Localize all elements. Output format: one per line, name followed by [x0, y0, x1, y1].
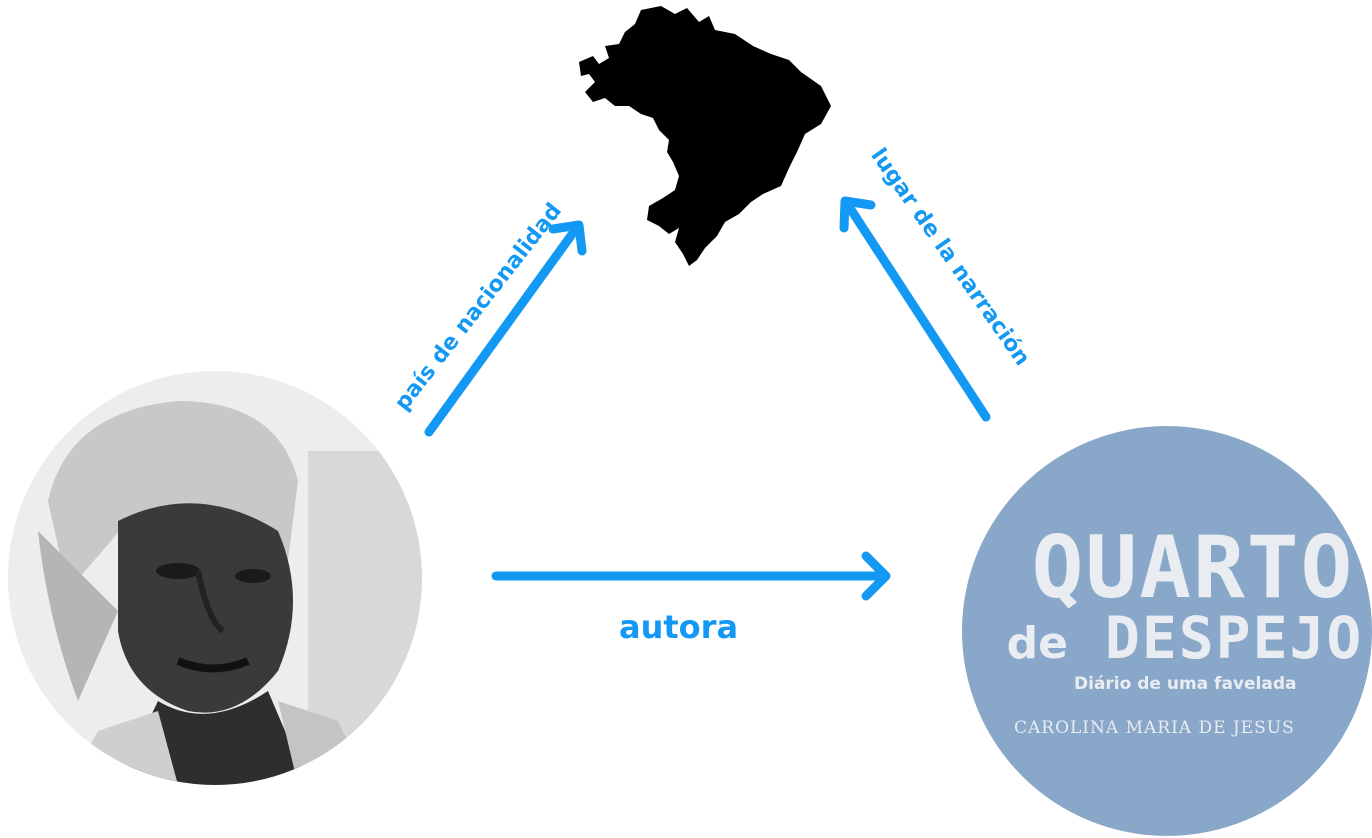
- book-title-line1: QUARTO: [1031, 518, 1355, 618]
- book-title-prefix: de: [1006, 618, 1068, 669]
- arrow-pais-head: [548, 220, 587, 256]
- book-author: CAROLINA MARIA DE JESUS: [1014, 718, 1295, 738]
- book-subtitle: Diário de uma favelada: [1074, 674, 1297, 694]
- arrow-pais: [424, 221, 583, 437]
- book-title-main: DESPEJO: [1104, 604, 1364, 672]
- woman-portrait-icon: [8, 371, 422, 785]
- label-autora: autora: [619, 608, 739, 646]
- author-portrait: [8, 371, 422, 785]
- arrow-lugar-head: [839, 196, 876, 233]
- book-cover: QUARTO de DESPEJO Diário de uma favelada…: [962, 426, 1372, 836]
- brazil-map-icon: [579, 6, 831, 266]
- arrow-autora-head: [861, 551, 891, 601]
- book-title-line2: de DESPEJO: [980, 604, 1372, 672]
- arrow-lugar: [841, 197, 991, 422]
